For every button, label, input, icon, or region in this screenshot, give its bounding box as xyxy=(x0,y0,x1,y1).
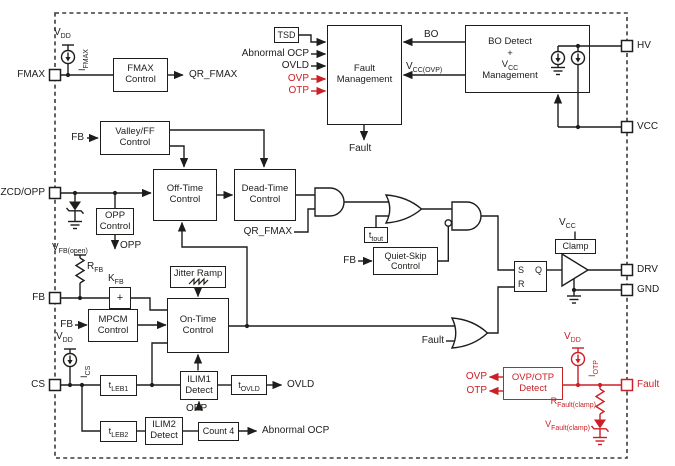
bo-detect-label: BO Detect + VCC Management xyxy=(482,36,538,82)
or-gate-fault xyxy=(450,317,489,349)
latch-r-input: R xyxy=(518,279,525,289)
pin-vcc-square xyxy=(620,120,634,134)
pin-zcd-opp-square xyxy=(48,186,62,200)
rfb-label: RFB xyxy=(87,261,104,274)
tsd-block: TSD xyxy=(274,27,299,43)
zcd-zener-diode-icon xyxy=(65,201,85,222)
off-time-control-block: Off-Time Control xyxy=(153,169,217,221)
pin-fb-square xyxy=(48,291,62,305)
vdd-label-cs: VDD xyxy=(56,331,73,344)
leb1-timer-box: tLEB1 xyxy=(100,375,137,396)
vcc-clamp-label: VCC xyxy=(559,217,576,230)
ovp-input-label: OVP xyxy=(287,73,309,84)
vdd-label-otp: VDD xyxy=(564,331,581,344)
timeout-timer-box: ttout xyxy=(364,227,388,243)
clamp-block: Clamp xyxy=(555,239,596,254)
pin-label-cs: CS xyxy=(31,379,45,390)
otp-input-label: OTP xyxy=(288,85,309,96)
ifmax-label: IFMAX xyxy=(77,49,90,71)
pin-label-vcc: VCC xyxy=(637,121,659,132)
current-source-icon xyxy=(60,49,586,368)
abnormal-ocp-output-label: Abnormal OCP xyxy=(262,425,330,436)
ovld-input-label: OVLD xyxy=(281,60,309,71)
pin-hv-square xyxy=(620,39,634,53)
ilim2-detect-block: ILIM2 Detect xyxy=(145,417,183,445)
latch-q-output: Q xyxy=(534,265,542,275)
fault-clamp-resistor-icon xyxy=(594,388,606,415)
ovld-output-label: OVLD xyxy=(287,379,315,390)
and-gate-1 xyxy=(314,187,345,217)
pin-label-fault: Fault xyxy=(637,379,660,390)
sr-latch: S Q R xyxy=(514,261,547,292)
fb-quiet-skip-input-label: FB xyxy=(343,255,356,266)
dead-time-control-block: Dead-Time Control xyxy=(234,169,296,221)
pin-cs-square xyxy=(48,378,62,392)
fault-output-label: Fault xyxy=(349,143,372,154)
ovld-timer-box: tOVLD xyxy=(231,375,267,395)
qr-fmax-output-label: QR_FMAX xyxy=(189,69,238,80)
fb-valley-input-label: FB xyxy=(71,132,84,143)
inverter-bubble-icon xyxy=(444,219,453,227)
pin-gnd-square xyxy=(620,283,634,297)
iotp-label: IOTP xyxy=(587,360,600,377)
rfault-clamp-label: RFault(clamp) xyxy=(550,396,596,409)
on-time-control-block: On-Time Control xyxy=(167,298,229,353)
pin-label-fb: FB xyxy=(32,292,45,303)
bo-detect-vcc-management-block: BO Detect + VCC Management xyxy=(465,25,590,93)
leb2-timer-box: tLEB2 xyxy=(100,421,137,442)
pin-label-hv: HV xyxy=(637,40,651,51)
pin-label-gnd: GND xyxy=(637,284,660,295)
driver-buffer-icon xyxy=(561,252,590,288)
fault-or-input-label: Fault xyxy=(421,335,444,346)
rfb-resistor-icon xyxy=(74,257,86,284)
opp-control-block: OPP Control xyxy=(96,208,134,235)
fmax-control-block: FMAX Control xyxy=(113,58,168,92)
vfault-clamp-label: VFault(clamp) xyxy=(545,419,590,432)
pin-label-zcd-opp: ZCD/OPP xyxy=(0,187,45,198)
pin-label-fmax: FMAX xyxy=(17,69,45,80)
qr-fmax-gate-input-label: QR_FMAX xyxy=(243,226,292,237)
vdd-label-fmax: VDD xyxy=(54,27,71,40)
otp-current-source-icon xyxy=(570,351,586,367)
ovp-output-label: OVP xyxy=(465,371,487,382)
and-gate-2 xyxy=(451,201,482,231)
quiet-skip-control-block: Quiet-Skip Control xyxy=(373,247,438,275)
vcc-ovp-signal-label: VCC(OVP) xyxy=(406,61,443,74)
latch-s-input: S xyxy=(518,265,525,275)
bo-signal-label: BO xyxy=(424,29,439,40)
pin-fmax-square xyxy=(48,68,62,82)
vfb-open-label: VFB(open) xyxy=(52,242,88,255)
jitter-ramp-block: Jitter Ramp xyxy=(170,266,226,288)
fault-management-block: Fault Management xyxy=(327,25,402,125)
kfb-divider-box: + xyxy=(109,287,131,309)
ground-icon xyxy=(68,66,581,304)
mpcm-control-block: MPCM Control xyxy=(88,309,138,342)
otp-output-label: OTP xyxy=(466,385,487,396)
kfb-label: KFB xyxy=(108,273,124,286)
opp-ilim1-input-label: OPP xyxy=(186,403,208,414)
junction-dots xyxy=(65,43,581,388)
opp-output-label: OPP xyxy=(120,240,142,251)
ilim1-detect-block: ILIM1 Detect xyxy=(180,371,218,400)
abnormal-ocp-input-label: Abnormal OCP xyxy=(241,48,309,59)
junction-dots-red xyxy=(575,382,603,388)
fb-mpcm-input-label: FB xyxy=(60,319,73,330)
or-gate-1 xyxy=(384,194,423,224)
ics-label: ICS xyxy=(79,365,92,378)
pin-drv-square xyxy=(620,263,634,277)
count4-block: Count 4 xyxy=(198,422,239,441)
valley-ff-control-block: Valley/FF Control xyxy=(100,121,170,155)
pin-label-drv: DRV xyxy=(637,264,658,275)
pin-fault-square xyxy=(620,378,634,392)
fault-clamp-zener-icon xyxy=(594,419,606,429)
